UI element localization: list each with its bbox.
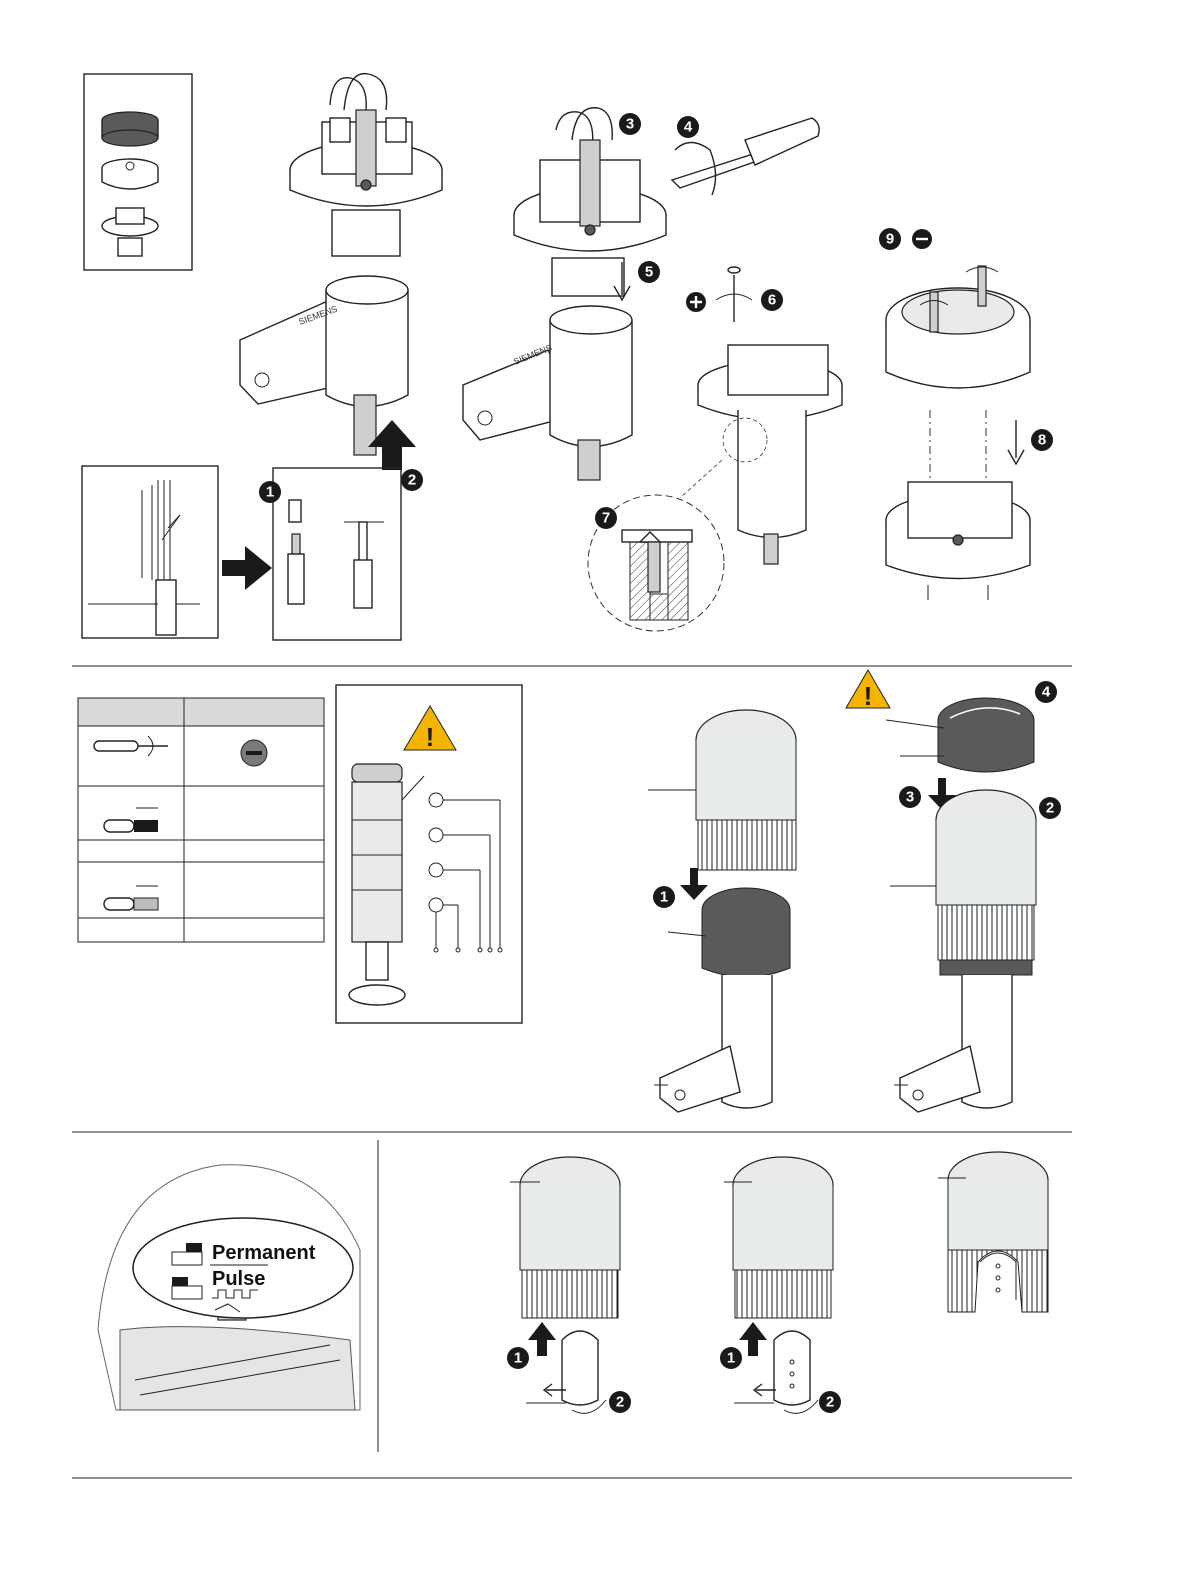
step-badge-5: 5	[645, 264, 653, 281]
spec-table	[78, 698, 324, 942]
step-badge-2: 2	[408, 472, 416, 489]
step-badge-9: 9	[886, 231, 894, 248]
step-badge-3: 3	[906, 789, 914, 806]
step-badge-1: 1	[514, 1350, 522, 1367]
step-badge-2: 2	[1046, 800, 1054, 817]
step-badge-2: 2	[826, 1394, 834, 1411]
step-badge-1: 1	[266, 484, 274, 501]
step-badge-2: 2	[616, 1394, 624, 1411]
step-badge-7: 7	[602, 510, 610, 527]
signal-tower-wiring-box: !	[336, 685, 522, 1023]
step-badge-8: 8	[1038, 432, 1046, 449]
permanent-label: Permanent	[212, 1242, 316, 1264]
base-wiring-figure: 3 4 5	[514, 108, 819, 300]
element-assembly-figure-2: ! 4 3 2	[846, 670, 1061, 1112]
mounting-bracket-tube-b: SIEMENS	[463, 306, 632, 480]
lamp-symbols	[402, 776, 502, 952]
screw-detail-circle: 7	[588, 460, 724, 631]
cable-strip-box	[82, 466, 218, 638]
step-badge-1: 1	[660, 889, 668, 906]
base-with-wires-figure	[290, 74, 442, 256]
warning-mark: !	[426, 722, 435, 752]
parts-overview-box	[84, 74, 192, 270]
element-assembly-figure-1: 1	[648, 710, 796, 1112]
step-badge-1: 1	[727, 1350, 735, 1367]
arrow-right-icon	[222, 546, 272, 590]
step-badge-3: 3	[626, 116, 634, 133]
warning-mark: !	[864, 681, 873, 711]
mode-switch-detail: Permanent Pulse	[98, 1165, 360, 1410]
step-badge-6: 6	[768, 292, 776, 309]
lid-removal-figure: 9 8	[879, 228, 1053, 600]
mounting-bracket-tube-a: SIEMENS	[240, 276, 408, 455]
lamp-insert-figure-a: 1 2	[507, 1157, 631, 1413]
lamp-insert-figure-c	[938, 1152, 1048, 1312]
screw-fixing-figure: 6	[686, 267, 842, 564]
lamp-insert-figure-b: 1 2	[720, 1157, 841, 1413]
step-badge-4: 4	[1042, 684, 1051, 701]
step-badge-4: 4	[684, 119, 693, 136]
pulse-label: Pulse	[212, 1268, 265, 1290]
strip-detail-box: 1	[259, 468, 401, 640]
